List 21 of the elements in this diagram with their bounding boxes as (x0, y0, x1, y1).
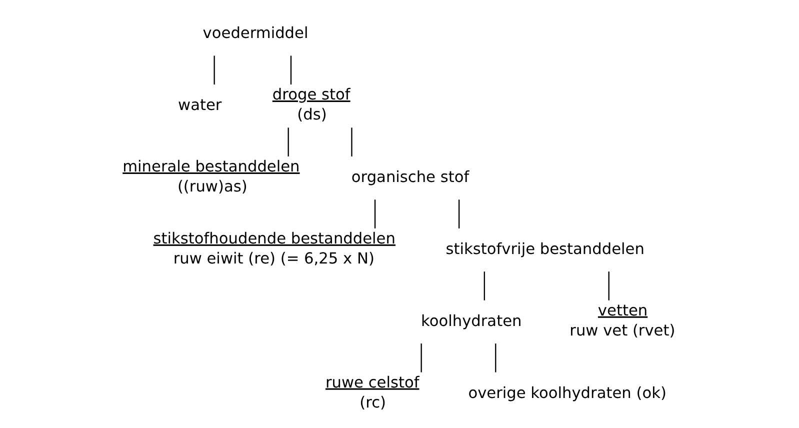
connector (420, 344, 422, 372)
node-text: ruwe celstof (rc) (325, 373, 420, 412)
node-text: minerale bestanddelen ((ruw)as) (122, 157, 300, 196)
node-text: water (178, 96, 222, 114)
node-text: organische stof (351, 168, 470, 186)
node-text: stikstofvrije bestanddelen (446, 240, 644, 258)
node-text: overige koolhydraten (ok) (468, 384, 666, 402)
node-text: voedermiddel (202, 24, 308, 42)
connector (214, 56, 215, 84)
connector (351, 128, 352, 156)
node-text: droge stof (ds) (272, 85, 350, 124)
node-text: stikstofhoudende bestanddelen ruw eiwit (re) (= 6,25 x N) (153, 229, 396, 268)
node-text: koolhydraten (421, 312, 522, 330)
connector (458, 200, 460, 228)
connector (484, 272, 486, 300)
connector (290, 56, 292, 84)
connector (288, 128, 289, 156)
connector (495, 344, 496, 372)
node-text: vetten ruw vet (rvet) (570, 301, 676, 340)
connector (608, 272, 610, 300)
connector (374, 200, 376, 228)
